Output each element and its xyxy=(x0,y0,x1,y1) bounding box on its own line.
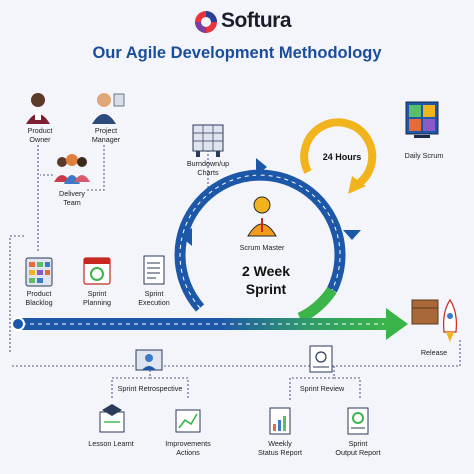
sprint-loop xyxy=(174,158,361,323)
sprint-execution-icon xyxy=(143,255,165,285)
lesson-learnt-icon xyxy=(99,404,125,433)
project-manager-icon xyxy=(92,93,125,124)
weekly-status-report-icon xyxy=(269,407,291,435)
loop-arrow-top xyxy=(256,158,267,176)
sprint-planning-label: Sprint Planning xyxy=(83,289,111,307)
softura-logo-icon xyxy=(195,11,217,33)
project-manager-label: Project Manager xyxy=(91,126,121,144)
product-owner-icon xyxy=(26,93,50,124)
scrum-master-label: Scrum Master xyxy=(239,243,285,252)
lesson-learnt-label: Lesson Learnt xyxy=(88,439,134,448)
brand-name: Softura xyxy=(221,9,292,32)
sprint-planning-icon xyxy=(83,257,111,285)
hours-loop xyxy=(300,118,377,194)
weekly-status-report-label: Weekly Status Report xyxy=(258,439,302,457)
delivery-team-label: Delivery Team xyxy=(59,189,85,207)
release-label: Release xyxy=(420,348,448,357)
timeline-arrow xyxy=(11,308,408,340)
hours-label: 24 Hours xyxy=(322,152,362,162)
improvement-actions-icon xyxy=(175,409,201,433)
delivery-team-icon xyxy=(54,154,90,184)
loop-arrow-left xyxy=(180,228,192,246)
sprint-output-report-label: Sprint Output Report xyxy=(335,439,381,457)
sprint-retrospective-icon xyxy=(135,349,163,371)
sprint-execution-label: Sprint Execution xyxy=(138,289,170,307)
sprint-output-report-icon xyxy=(347,407,369,435)
page-title: Our Agile Development Methodology xyxy=(92,44,382,62)
burndown-label: Burndown/up Charts xyxy=(186,159,230,177)
scrum-master-icon xyxy=(247,196,277,237)
burndown-chart-icon xyxy=(192,124,224,157)
sprint-retrospective-label: Sprint Retrospective xyxy=(117,384,183,393)
product-backlog-icon xyxy=(25,257,53,287)
sprint-review-label: Sprint Review xyxy=(299,384,345,393)
product-owner-label: Product Owner xyxy=(27,126,53,144)
loop-arrow-right xyxy=(343,230,361,240)
improvement-actions-label: Improvements Actions xyxy=(165,439,211,457)
product-backlog-label: Product Blacklog xyxy=(25,289,53,307)
daily-scrum-label: Daily Scrum xyxy=(404,151,444,160)
sprint-review-icon xyxy=(309,345,333,373)
daily-scrum-icon xyxy=(405,101,439,138)
release-rocket-icon xyxy=(411,298,457,342)
sprint-label: 2 Week Sprint xyxy=(242,263,290,297)
